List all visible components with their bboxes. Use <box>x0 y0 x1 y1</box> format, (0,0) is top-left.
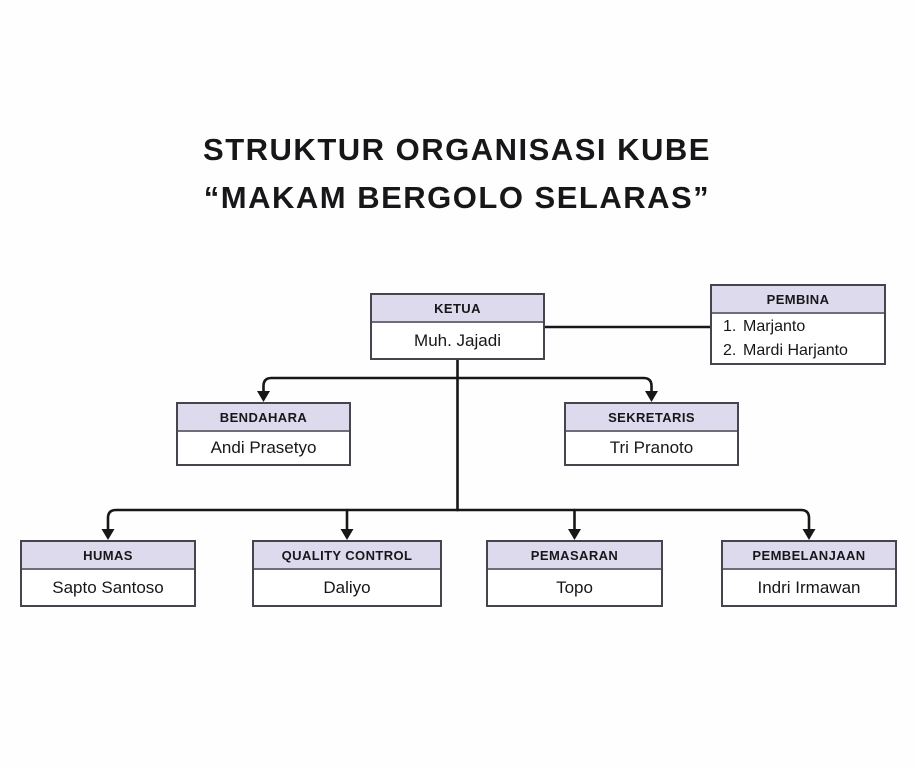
org-member-name: Andi Prasetyo <box>210 438 317 457</box>
org-box-sekretaris: SEKRETARIS Tri Pranoto <box>564 402 739 466</box>
org-box-quality-control: QUALITY CONTROL Daliyo <box>252 540 442 607</box>
org-member-name: Indri Irmawan <box>757 577 861 597</box>
org-box-ketua: KETUA Muh. Jajadi <box>370 293 545 360</box>
arrowhead-sekretaris <box>645 391 658 402</box>
org-role-label: PEMBINA <box>712 286 884 314</box>
arrowhead-humas <box>101 529 115 540</box>
org-role-label: QUALITY CONTROL <box>254 542 440 570</box>
list-marker: 2. <box>723 341 737 359</box>
connector-branch-sekretaris <box>456 376 653 394</box>
arrowhead-quality-control <box>340 529 354 540</box>
page-title: STRUKTUR ORGANISASI KUBE “MAKAM BERGOLO … <box>0 126 914 222</box>
org-role-label: BENDAHARA <box>178 404 349 432</box>
org-member-name: Tri Pranoto <box>609 438 694 457</box>
org-role-label: HUMAS <box>22 542 194 570</box>
page-title-line1: STRUKTUR ORGANISASI KUBE <box>203 132 711 167</box>
org-member-name: Daliyo <box>323 577 371 597</box>
arrowhead-bendahara <box>257 391 270 402</box>
org-member-name: Marjanto <box>743 317 806 335</box>
org-box-humas: HUMAS Sapto Santoso <box>20 540 196 607</box>
org-box-pembina: PEMBINA 1. Marjanto 2. Mardi Harjanto <box>710 284 886 365</box>
org-box-bendahara: BENDAHARA Andi Prasetyo <box>176 402 351 466</box>
page-title-line2: “MAKAM BERGOLO SELARAS” <box>203 180 711 215</box>
list-marker: 1. <box>723 317 737 335</box>
org-member-name: Muh. Jajadi <box>414 330 501 350</box>
org-box-pemasaran: PEMASARAN Topo <box>486 540 663 607</box>
org-member-name: Mardi Harjanto <box>743 341 848 359</box>
org-role-label: SEKRETARIS <box>566 404 737 432</box>
arrowhead-pemasaran <box>568 529 581 540</box>
org-role-label: PEMBELANJAAN <box>723 542 895 570</box>
connector-branch-bendahara <box>262 376 459 394</box>
connector-rail-left <box>106 508 459 532</box>
org-role-label: KETUA <box>372 295 543 323</box>
org-box-pembelanjaan: PEMBELANJAAN Indri Irmawan <box>721 540 897 607</box>
org-member-list: 1. Marjanto 2. Mardi Harjanto <box>712 314 884 363</box>
arrowhead-pembelanjaan <box>802 529 816 540</box>
org-member-name: Topo <box>556 577 593 597</box>
org-member-row: 2. Mardi Harjanto <box>723 339 848 363</box>
connector-rail-right <box>456 508 811 532</box>
org-member-row: 1. Marjanto <box>723 315 805 339</box>
org-role-label: PEMASARAN <box>488 542 661 570</box>
org-member-name: Sapto Santoso <box>52 577 164 597</box>
